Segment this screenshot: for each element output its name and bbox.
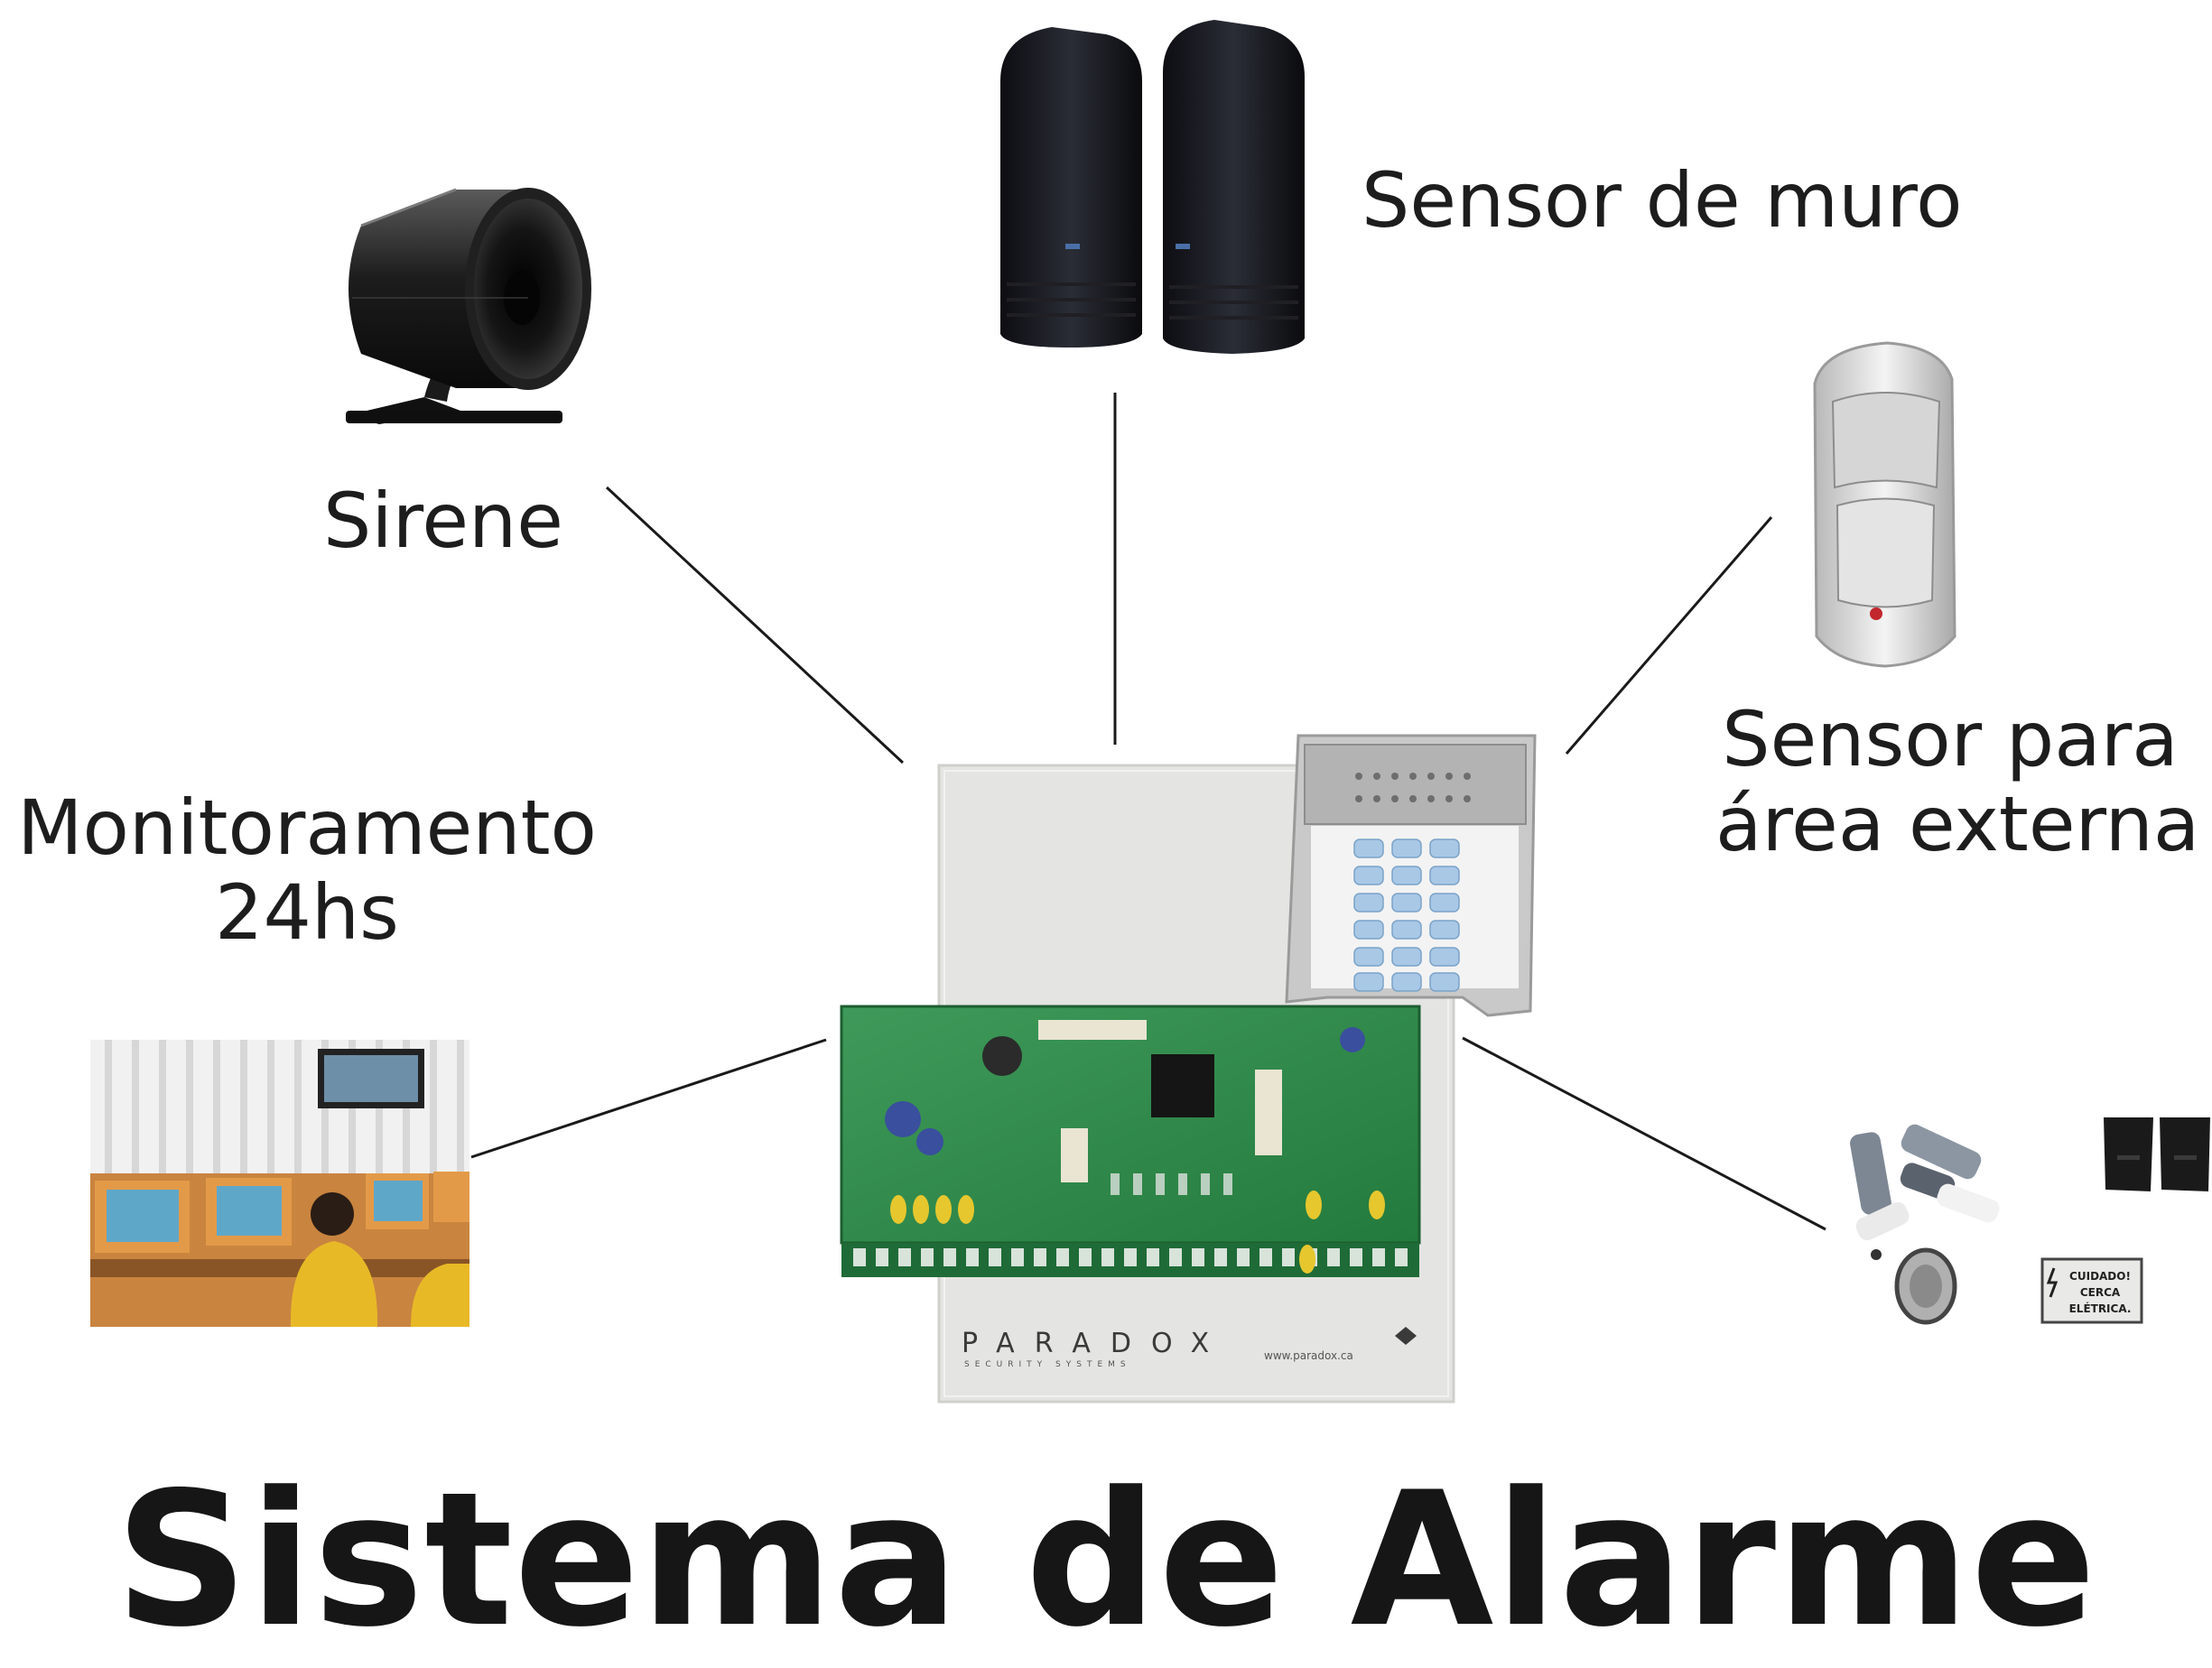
- label-sensor-area-externa-line1: Sensor para: [1722, 695, 2179, 783]
- panel-brand-sub: SECURITY SYSTEMS: [964, 1360, 1131, 1369]
- label-sirene: Sirene: [323, 477, 563, 565]
- fence-insulators-icon: [1850, 1124, 2000, 1269]
- electric-fence-kit: CUIDADO! CERCA ELÉTRICA.: [1850, 1117, 2210, 1325]
- wall-beam-sensor-icon: [1000, 20, 1305, 354]
- sign-line-1: CUIDADO!: [2069, 1270, 2131, 1283]
- label-monitoramento: Monitoramento 24hs: [0, 785, 614, 955]
- label-sensor-area-externa: Sensor para área externa: [1715, 695, 2200, 869]
- line-monitoramento: [470, 1038, 827, 1159]
- wire-spool-icon: [1894, 1247, 1957, 1325]
- warning-sign-icon: CUIDADO! CERCA ELÉTRICA.: [2040, 1257, 2143, 1324]
- sign-line-2: CERCA: [2080, 1286, 2121, 1299]
- fence-energizer-icon: [2104, 1117, 2210, 1191]
- line-cerca-eletrica: [1462, 1036, 1826, 1231]
- line-sirene: [605, 486, 905, 764]
- panel-brand-plate: PARADOX SECURITY SYSTEMS www.paradox.ca: [962, 1327, 1417, 1369]
- page-title: Sistema de Alarme: [115, 1453, 2097, 1668]
- connector-lines: [470, 393, 1826, 1231]
- line-sensor-externo: [1565, 516, 1773, 755]
- monitoring-center-photo: [90, 1040, 469, 1327]
- label-sensor-de-muro: Sensor de muro: [1362, 156, 1963, 245]
- circuit-board: [840, 1005, 1421, 1277]
- siren-icon: [346, 188, 591, 424]
- label-monitoramento-line1: Monitoramento: [17, 783, 597, 872]
- outdoor-pir-sensor-icon: [1813, 341, 1956, 668]
- label-monitoramento-line2: 24hs: [215, 868, 399, 958]
- alarm-control-panel: PARADOX SECURITY SYSTEMS www.paradox.ca: [840, 734, 1537, 1404]
- sign-line-3: ELÉTRICA.: [2069, 1302, 2132, 1315]
- keypad-icon: [1285, 734, 1537, 1017]
- panel-website: www.paradox.ca: [1264, 1349, 1353, 1362]
- panel-brand: PARADOX: [962, 1328, 1229, 1359]
- label-sensor-area-externa-line2: área externa: [1715, 780, 2200, 869]
